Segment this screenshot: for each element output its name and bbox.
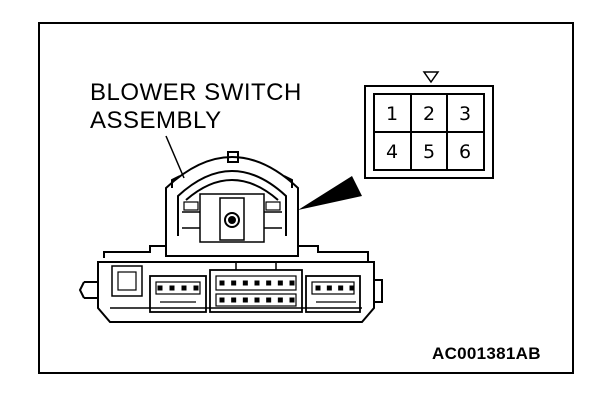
connector-pin-label: 1 [386, 103, 398, 125]
connector-terminal [289, 297, 295, 303]
connector-terminal [338, 285, 344, 291]
connector-terminal [326, 285, 332, 291]
connector-terminal [277, 297, 283, 303]
connector-terminal [289, 280, 295, 286]
switch-base [78, 245, 383, 323]
connector-terminal [266, 280, 272, 286]
connector-terminal [254, 280, 260, 286]
triangle-marker-icon [422, 71, 440, 84]
connector-terminal [266, 297, 272, 303]
connector-terminal [169, 285, 175, 291]
connector-terminal [157, 285, 163, 291]
switch-housing [165, 151, 299, 246]
diagram-frame [38, 22, 574, 374]
connector-terminal [219, 280, 225, 286]
connector-terminal [349, 285, 355, 291]
connector-pin-label: 6 [459, 141, 471, 163]
connector-terminal [277, 280, 283, 286]
connector-pin-label: 4 [386, 141, 398, 163]
callout-label-line2: ASSEMBLY [90, 107, 222, 134]
connector-terminal [219, 297, 225, 303]
connector-pin-label: 3 [459, 103, 471, 125]
connector-terminal [231, 297, 237, 303]
callout-leader-line [165, 135, 185, 179]
connector-terminal [242, 280, 248, 286]
figure-code: AC001381AB [432, 344, 541, 363]
connector-pin-label: 5 [423, 141, 435, 163]
connector-terminal [231, 280, 237, 286]
connector-face [364, 71, 494, 179]
connector-pointer [298, 176, 362, 210]
connector-terminal [315, 285, 321, 291]
connector-pin-label: 2 [423, 103, 435, 125]
connector-terminal [193, 285, 199, 291]
connector-terminal [254, 297, 260, 303]
connector-terminal [181, 285, 187, 291]
callout-label-line1: BLOWER SWITCH [90, 79, 302, 106]
connector-terminal [242, 297, 248, 303]
